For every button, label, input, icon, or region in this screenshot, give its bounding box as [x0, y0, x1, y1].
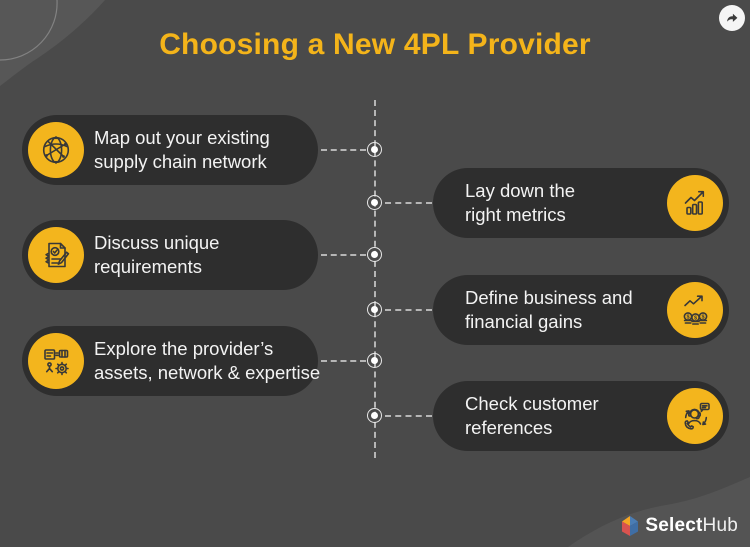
step-text-line: right metrics [465, 204, 566, 225]
checklist-pencil-icon [28, 227, 84, 283]
step-text-line: financial gains [465, 311, 583, 332]
svg-text:$: $ [701, 315, 705, 321]
financial-gains-icon: $$$ [667, 282, 723, 338]
customer-support-icon [667, 388, 723, 444]
timeline-node [367, 302, 382, 317]
timeline-node [367, 353, 382, 368]
step-card-map-network: Map out your existing supply chain netwo… [22, 115, 318, 185]
logo-text: SelectHub [645, 515, 738, 537]
step-text-line: assets, network & expertise [94, 362, 321, 383]
step-text-line: Explore the provider’s [94, 338, 274, 359]
step-text-line: supply chain network [94, 151, 267, 172]
step-text-line: references [465, 417, 553, 438]
timeline-line [374, 100, 376, 458]
selecthub-logo[interactable]: SelectHub [620, 515, 738, 537]
selecthub-cube-icon [622, 516, 639, 536]
svg-text:$: $ [686, 315, 690, 321]
timeline-connector [321, 360, 366, 362]
step-card-discuss-requirements: Discuss unique requirements [22, 220, 318, 290]
timeline-connector [385, 309, 432, 311]
step-label: Check customer references [465, 392, 599, 440]
metrics-chart-icon [667, 175, 723, 231]
timeline-node [367, 142, 382, 157]
page-title: Choosing a New 4PL Provider [159, 28, 591, 61]
step-text-line: Map out your existing [94, 127, 270, 148]
step-label: Lay down the right metrics [465, 179, 575, 227]
network-globe-icon [28, 122, 84, 178]
logo-bold: Select [645, 515, 703, 536]
svg-text:$: $ [694, 316, 698, 322]
share-button[interactable] [719, 5, 745, 31]
timeline-node [367, 408, 382, 423]
step-card-customer-references: Check customer references [433, 381, 729, 451]
timeline-node [367, 195, 382, 210]
logo-light: Hub [702, 515, 738, 536]
step-card-financial-gains: Define business and financial gains $$$ [433, 275, 729, 345]
timeline-connector [385, 202, 432, 204]
step-label: Discuss unique requirements [94, 231, 219, 279]
step-label: Define business and financial gains [465, 286, 633, 334]
timeline-node [367, 247, 382, 262]
step-text-line: Lay down the [465, 180, 576, 201]
step-card-right-metrics: Lay down the right metrics [433, 168, 729, 238]
step-text-line: requirements [94, 256, 202, 277]
timeline-connector [321, 149, 366, 151]
timeline-connector [321, 254, 366, 256]
step-text-line: Check customer [465, 393, 599, 414]
step-label: Explore the provider’s assets, network &… [94, 337, 320, 385]
automation-machinery-icon [28, 333, 84, 389]
step-card-explore-assets: Explore the provider’s assets, network &… [22, 326, 320, 396]
step-label: Map out your existing supply chain netwo… [94, 126, 270, 174]
step-text-line: Define business and [465, 287, 633, 308]
timeline-connector [385, 415, 432, 417]
share-arrow-icon [727, 13, 738, 22]
step-text-line: Discuss unique [94, 232, 220, 253]
